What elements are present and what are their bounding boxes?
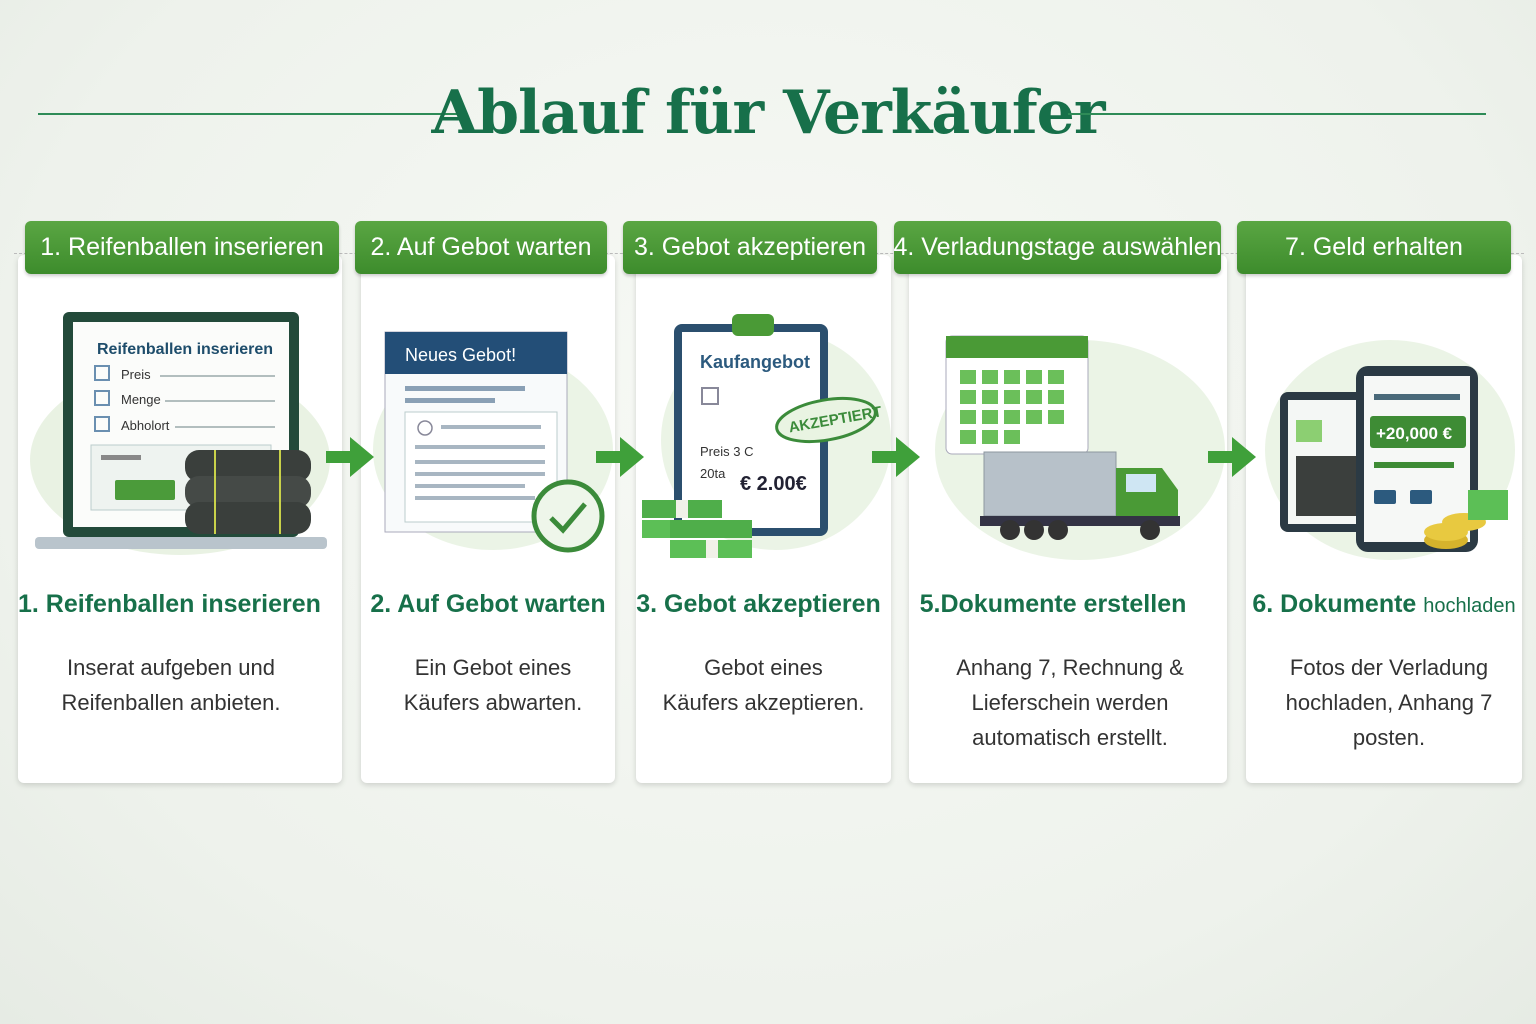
info-icon <box>417 420 433 436</box>
field-label-location: Abholort <box>121 418 170 433</box>
arrow-right-icon <box>326 437 374 477</box>
form-title: Reifenballen inserieren <box>97 341 273 358</box>
calendar-truck-illustration <box>935 335 1225 560</box>
payout-amount: +20,000 € <box>1376 424 1453 443</box>
title-divider-left <box>38 113 466 115</box>
desc-line: Fotos der Verladung <box>1289 655 1489 680</box>
desc-line: Anhang 7, Rechnung & <box>956 655 1184 680</box>
desc-line: Reifenballen anbieten. <box>61 690 281 715</box>
truck-icon <box>980 451 1180 540</box>
desc-line: posten. <box>1352 725 1426 750</box>
desc-line: Gebot eines <box>704 655 823 680</box>
desc-line: Inserat aufgeben und <box>67 655 275 680</box>
step-heading-5: 6. Dokumente hochladen <box>1246 590 1522 619</box>
laptop-listing-illustration: Reifenballen inserieren Preis Menge Abho… <box>30 312 330 555</box>
field-label-price: Preis <box>121 367 151 382</box>
step-desc-5: Fotos der Verladung hochladen, Anhang 7 … <box>1256 650 1522 755</box>
desc-line: Käufers akzeptieren. <box>662 690 865 715</box>
arrow-right-icon <box>596 437 644 477</box>
desc-line: automatisch erstellt. <box>972 725 1168 750</box>
new-bid-banner: Neues Gebot! <box>405 345 516 365</box>
step-tab-4: 4. Verladungstage auswählen <box>893 221 1222 274</box>
step-desc-3: Gebot eines Käufers akzeptieren. <box>636 650 891 720</box>
step-heading-5-main: 6. Dokumente <box>1252 590 1417 618</box>
cash-stack-icon <box>642 500 752 558</box>
offer-doc-title: Kaufangebot <box>700 352 810 372</box>
offer-price-row: Preis 3 C <box>700 444 753 459</box>
title-divider-right <box>1068 113 1486 115</box>
page-title: Ablauf für Verkäufer <box>431 78 1106 148</box>
offer-date-row: 20ta <box>700 466 726 481</box>
clipboard-clip-icon <box>732 314 774 336</box>
field-label-quantity: Menge <box>121 392 161 407</box>
desc-line: hochladen, Anhang 7 <box>1285 690 1493 715</box>
smartphone-icon: +20,000 € <box>1356 366 1478 552</box>
desc-line: Käufers abwarten. <box>403 690 583 715</box>
step-tab-3: 3. Gebot akzeptieren <box>623 221 877 274</box>
desc-line: Ein Gebot eines <box>414 655 572 680</box>
step-desc-1: Inserat aufgeben und Reifenballen anbiet… <box>18 650 324 720</box>
step-heading-2: 2. Auf Gebot warten <box>370 590 606 618</box>
step-tab-1: 1. Reifenballen inserieren <box>25 221 339 274</box>
step-desc-4: Anhang 7, Rechnung & Lieferschein werden… <box>920 650 1220 755</box>
step-heading-3: 3. Gebot akzeptieren <box>636 590 881 618</box>
step-heading-4: 5.Dokumente erstellen <box>919 590 1187 618</box>
new-bid-illustration: Neues Gebot! <box>373 331 613 553</box>
cash-icon <box>1468 490 1508 520</box>
step-tab-2: 2. Auf Gebot warten <box>355 221 607 274</box>
arrow-right-icon <box>872 437 920 477</box>
title-row: Ablauf für Verkäufer <box>0 78 1536 148</box>
step-desc-2: Ein Gebot eines Käufers abwarten. <box>361 650 625 720</box>
offer-amount: € 2.00€ <box>740 473 807 495</box>
arrow-right-icon <box>1208 437 1256 477</box>
tire-bales-icon <box>185 450 311 534</box>
tablet-icon <box>1280 392 1376 532</box>
accepted-offer-illustration: Kaufangebot Preis 3 C 20ta € 2.00€ AKZEP… <box>642 314 891 558</box>
payout-devices-illustration: +20,000 € <box>1265 340 1515 560</box>
step-heading-1: 1. Reifenballen inserieren <box>18 590 321 618</box>
step-tab-5: 7. Geld erhalten <box>1237 221 1511 274</box>
calendar-icon <box>945 335 1089 455</box>
clock-check-icon <box>531 479 605 553</box>
desc-line: Lieferschein werden <box>971 690 1169 715</box>
step-heading-5-suffix: hochladen <box>1423 595 1516 617</box>
